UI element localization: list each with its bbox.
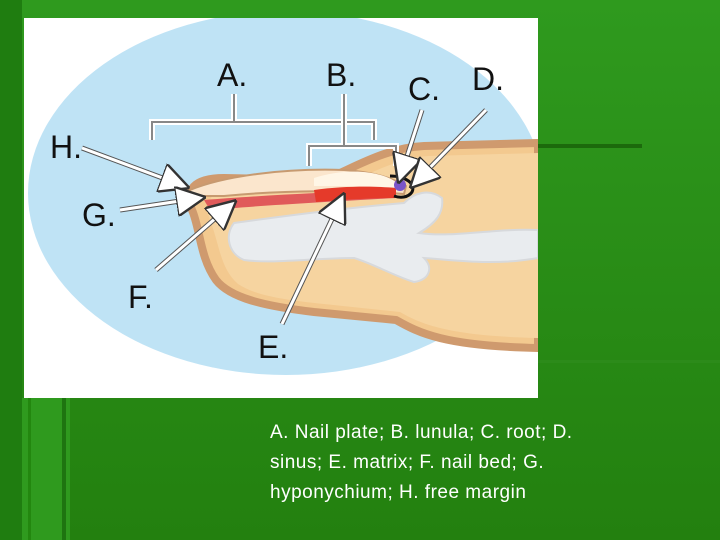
arrow-g-core (119, 198, 200, 210)
nail-anatomy-figure: A. B. C. D. H. G. F. E. (24, 18, 538, 398)
background-band-left (0, 0, 22, 540)
figure-caption: A. Nail plate; B. lunula; C. root; D. si… (270, 418, 710, 508)
label-h: H. (50, 129, 82, 165)
arrow-e-core (280, 198, 342, 325)
caption-line: sinus; E. matrix; F. nail bed; G. (270, 452, 545, 473)
label-d: D. (472, 61, 504, 97)
arrow-h-core (81, 146, 184, 186)
bracket-a-inner (151, 94, 375, 140)
arrow-d-core (414, 108, 488, 184)
label-a: A. (217, 57, 247, 93)
decorative-line (538, 144, 642, 148)
decorative-line (538, 360, 720, 363)
label-g: G. (82, 197, 116, 233)
arrow-c-core (400, 109, 424, 178)
caption-line: A. Nail plate; B. lunula; C. root; D. (270, 422, 573, 443)
lunula (314, 171, 396, 188)
phalanx-bone (227, 191, 538, 284)
decorative-line (62, 398, 66, 540)
label-f: F. (128, 279, 153, 315)
label-c: C. (408, 71, 440, 107)
nail-root (394, 179, 406, 191)
arrow-f-core (155, 204, 232, 272)
label-b: B. (326, 57, 356, 93)
caption-line: hyponychium; H. free margin (270, 482, 527, 503)
decorative-line (28, 398, 31, 540)
label-e: E. (258, 329, 288, 365)
